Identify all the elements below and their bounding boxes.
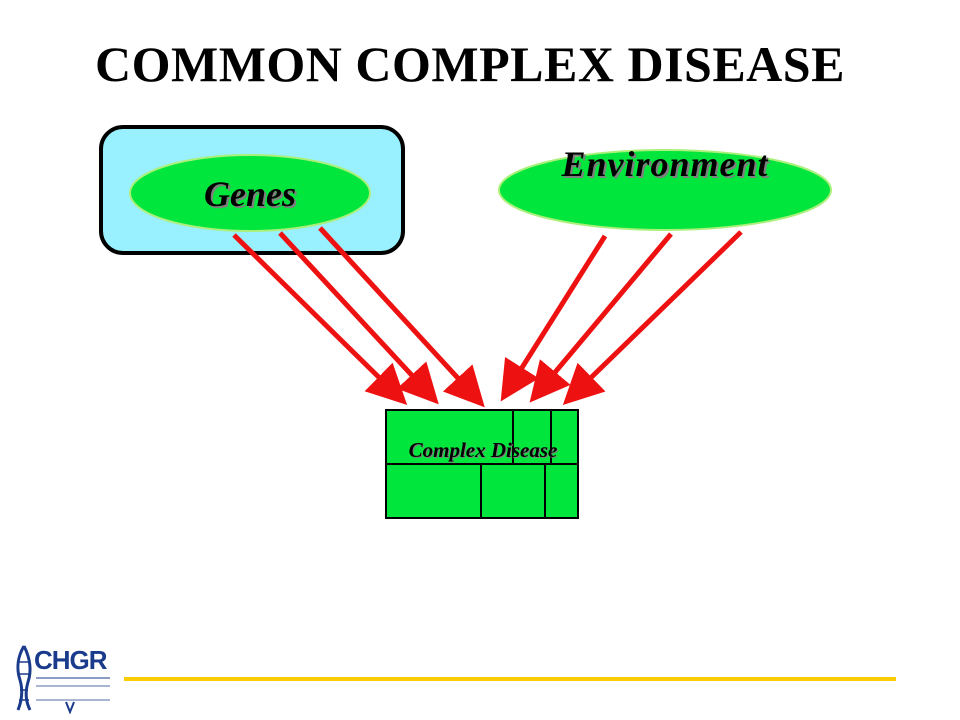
- genes-arrow-2: [278, 231, 439, 405]
- genes-arrow-1: [232, 233, 408, 406]
- environment-ellipse: [498, 149, 832, 231]
- environment-arrow-3: [562, 230, 743, 405]
- chgr-logo-text: CHGR: [34, 645, 108, 675]
- slide-title: COMMON COMPLEX DISEASE: [95, 36, 845, 92]
- environment-arrow-1: [500, 234, 608, 402]
- footer-rule: [124, 677, 896, 681]
- environment-arrow-2: [529, 232, 673, 403]
- genes-arrow-3: [318, 226, 485, 408]
- environment-label: Environment: [561, 144, 769, 184]
- complex-disease-label: Complex Disease: [408, 438, 558, 462]
- genes-ellipse: [129, 154, 371, 232]
- genes-label: Genes: [204, 174, 296, 214]
- chgr-logo-icon: [16, 645, 110, 714]
